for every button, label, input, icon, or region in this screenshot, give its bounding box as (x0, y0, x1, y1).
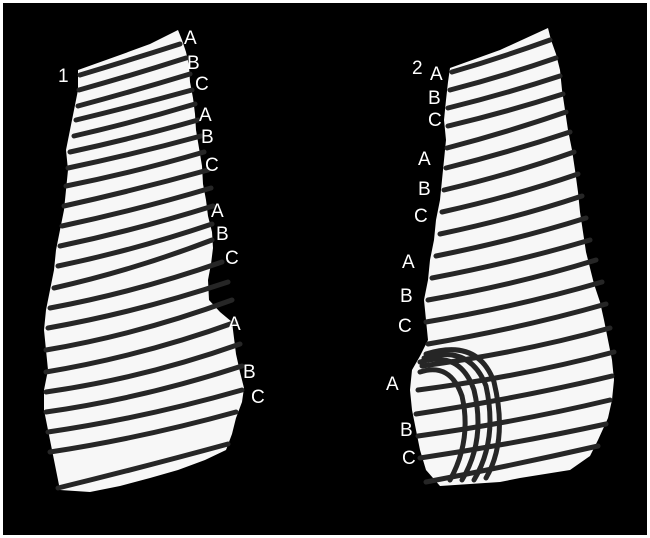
fragment-2-letter: B (418, 179, 431, 200)
fragment-2-letter: B (400, 286, 413, 307)
fragment-1-letter: C (205, 155, 219, 176)
fragment-1-letter: C (225, 248, 239, 269)
fragment-1-letter: A (228, 314, 241, 335)
fragment-2-letter: C (414, 206, 428, 227)
fragment-1-letter: B (216, 224, 229, 245)
fragment-2-letter: A (386, 374, 399, 395)
fragment-1-letter: C (251, 387, 265, 408)
fragment-2-number: 2 (412, 58, 423, 79)
fragment-2-letter: C (398, 316, 412, 337)
fragment-2-letter: A (430, 64, 443, 85)
fragment-2-letter: A (402, 252, 415, 273)
fragment-2-letter: A (418, 149, 431, 170)
fragment-1-number: 1 (58, 66, 69, 87)
fragment-1-letter: B (201, 127, 214, 148)
fragment-1-letter: A (199, 105, 212, 126)
fragment-2-letter: C (402, 448, 416, 469)
fragment-2-letter: C (428, 110, 442, 131)
fragment-1-letter: A (184, 28, 197, 49)
fragment-1-letter: B (243, 362, 256, 383)
fragment-1-letter: A (211, 201, 224, 222)
fragment-1-letter: C (195, 74, 209, 95)
fragment-2-letter: B (400, 420, 413, 441)
fragment-1-letter: B (187, 53, 200, 74)
fragment-2-letter: B (428, 88, 441, 109)
